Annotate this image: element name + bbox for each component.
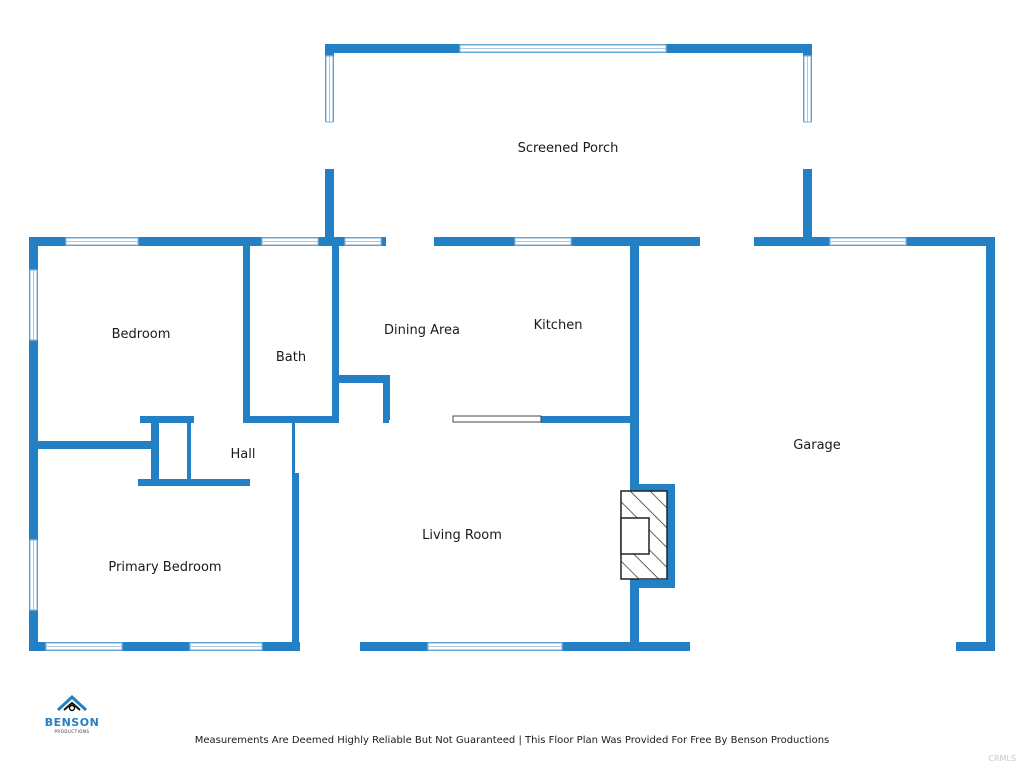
- house-icon: [56, 694, 88, 712]
- door-opening: [295, 423, 299, 473]
- door-opening: [38, 415, 140, 424]
- footer-disclaimer: Measurements Are Deemed Highly Reliable …: [194, 735, 830, 746]
- wall-segment: [29, 237, 995, 246]
- wall-segment: [243, 237, 250, 420]
- watermark: CRMLS: [988, 754, 1016, 763]
- wall-segment: [630, 484, 675, 492]
- wall-segment: [803, 169, 812, 245]
- wall-segment: [986, 237, 995, 651]
- room-label-screened-porch: Screened Porch: [517, 141, 619, 156]
- room-label-living-room: Living Room: [422, 528, 502, 543]
- door-opening: [250, 478, 292, 487]
- wall-segment: [667, 484, 675, 588]
- benson-logo: BENSON PRODUCTIONS: [36, 692, 108, 734]
- counter-opening: [452, 415, 542, 423]
- door-opening: [690, 641, 956, 652]
- door-opening: [38, 478, 138, 487]
- logo-name: BENSON: [44, 716, 100, 729]
- door-opening: [300, 641, 360, 652]
- fireplace: [620, 490, 668, 580]
- walls: [29, 44, 995, 652]
- door-opening: [339, 415, 383, 424]
- door-opening: [386, 236, 434, 247]
- wall-segment: [292, 416, 299, 651]
- wall-segment: [630, 580, 675, 588]
- windows: [29, 44, 907, 651]
- wall-segment: [325, 169, 334, 245]
- room-label-hall: Hall: [230, 447, 256, 462]
- wall-segment: [29, 479, 294, 486]
- logo-subtitle: PRODUCTIONS: [54, 729, 90, 734]
- door-opening: [700, 236, 754, 247]
- wall-segment: [541, 416, 631, 423]
- room-label-primary-bedroom: Primary Bedroom: [108, 560, 222, 575]
- wall-segment: [383, 375, 390, 420]
- wall-segment: [29, 441, 154, 449]
- room-label-dining-area: Dining Area: [383, 323, 461, 338]
- room-label-garage: Garage: [793, 438, 841, 453]
- door-opening: [325, 122, 334, 169]
- door-opening: [803, 122, 812, 169]
- wall-segment: [151, 416, 159, 484]
- wall-segment: [332, 237, 339, 422]
- wall-segment: [243, 416, 339, 423]
- wall-segment: [630, 237, 639, 651]
- room-label-bedroom: Bedroom: [111, 327, 171, 342]
- wall-segment: [339, 375, 389, 383]
- room-label-bath: Bath: [275, 350, 307, 365]
- wall-segment: [187, 416, 191, 482]
- room-label-kitchen: Kitchen: [533, 318, 583, 333]
